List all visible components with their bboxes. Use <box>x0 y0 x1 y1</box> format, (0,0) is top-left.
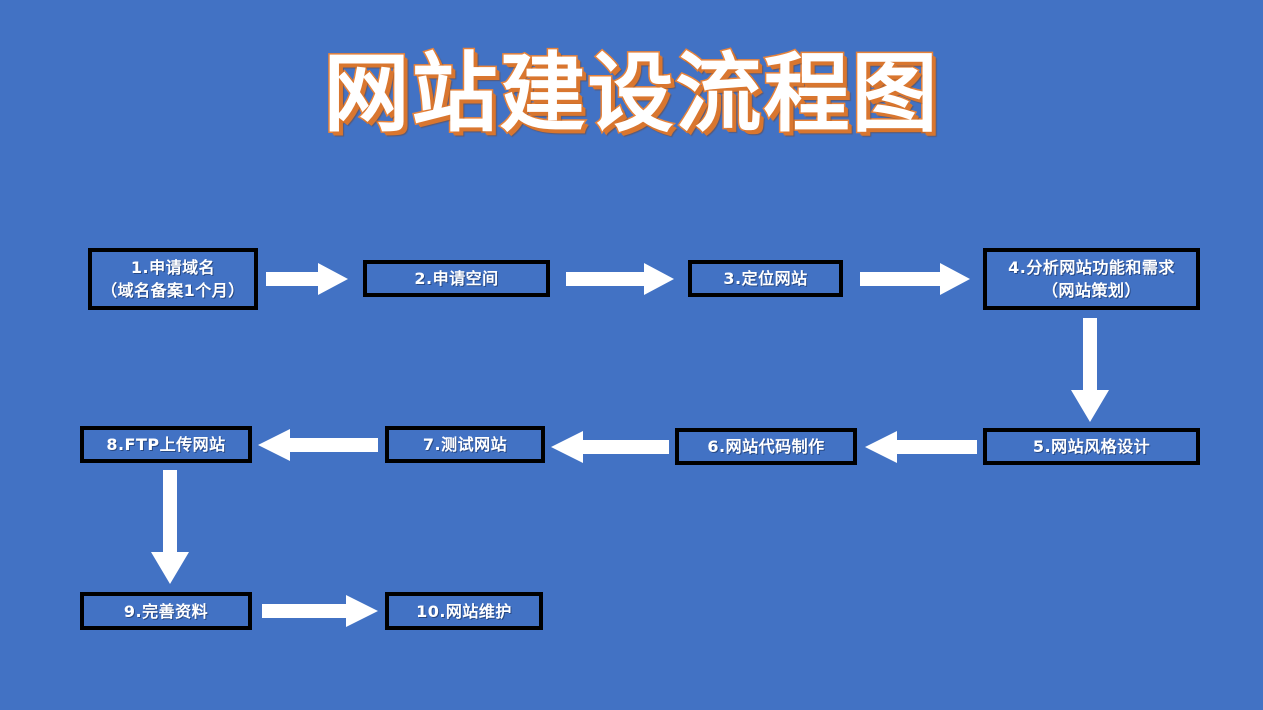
arrow-6-to-7 <box>551 430 669 464</box>
flow-node-step-8-line1: 8.FTP上传网站 <box>106 435 226 454</box>
flow-node-step-6[interactable]: 6.网站代码制作 <box>675 428 857 465</box>
arrow-9-to-10 <box>262 594 378 628</box>
flow-node-step-9[interactable]: 9.完善资料 <box>80 592 252 630</box>
arrow-1-to-2 <box>266 262 348 296</box>
arrow-4-to-5 <box>1070 318 1110 422</box>
flow-node-step-2-line1: 2.申请空间 <box>414 269 499 288</box>
flow-node-step-8[interactable]: 8.FTP上传网站 <box>80 426 252 463</box>
flow-node-step-4-line2: （网站策划） <box>1041 281 1141 300</box>
flow-node-step-10[interactable]: 10.网站维护 <box>385 592 543 630</box>
flow-node-step-3[interactable]: 3.定位网站 <box>688 260 843 297</box>
flow-node-step-2[interactable]: 2.申请空间 <box>363 260 550 297</box>
page-title: 网站建设流程图 <box>322 43 940 146</box>
flow-node-step-7-line1: 7.测试网站 <box>422 435 508 454</box>
arrow-3-to-4 <box>860 262 970 296</box>
flow-node-step-5[interactable]: 5.网站风格设计 <box>983 428 1200 465</box>
flow-node-step-1-line1: 1.申请域名 <box>130 258 216 277</box>
flow-node-step-3-line1: 3.定位网站 <box>723 269 808 288</box>
flow-node-step-1[interactable]: 1.申请域名 （域名备案1个月） <box>88 248 258 310</box>
arrow-5-to-6 <box>865 430 977 464</box>
flow-node-step-5-line1: 5.网站风格设计 <box>1032 437 1151 456</box>
flow-node-step-6-line1: 6.网站代码制作 <box>707 437 825 456</box>
arrow-2-to-3 <box>566 262 674 296</box>
flow-node-step-1-line2: （域名备案1个月） <box>101 281 245 300</box>
flow-node-step-10-line1: 10.网站维护 <box>416 601 512 621</box>
flow-node-step-4[interactable]: 4.分析网站功能和需求 （网站策划） <box>983 248 1200 310</box>
flow-node-step-9-line1: 9.完善资料 <box>123 601 209 621</box>
arrow-8-to-9 <box>150 470 190 584</box>
flow-node-step-7[interactable]: 7.测试网站 <box>385 426 545 463</box>
flow-node-step-4-line1: 4.分析网站功能和需求 <box>1008 258 1175 277</box>
arrow-7-to-8 <box>258 428 378 462</box>
